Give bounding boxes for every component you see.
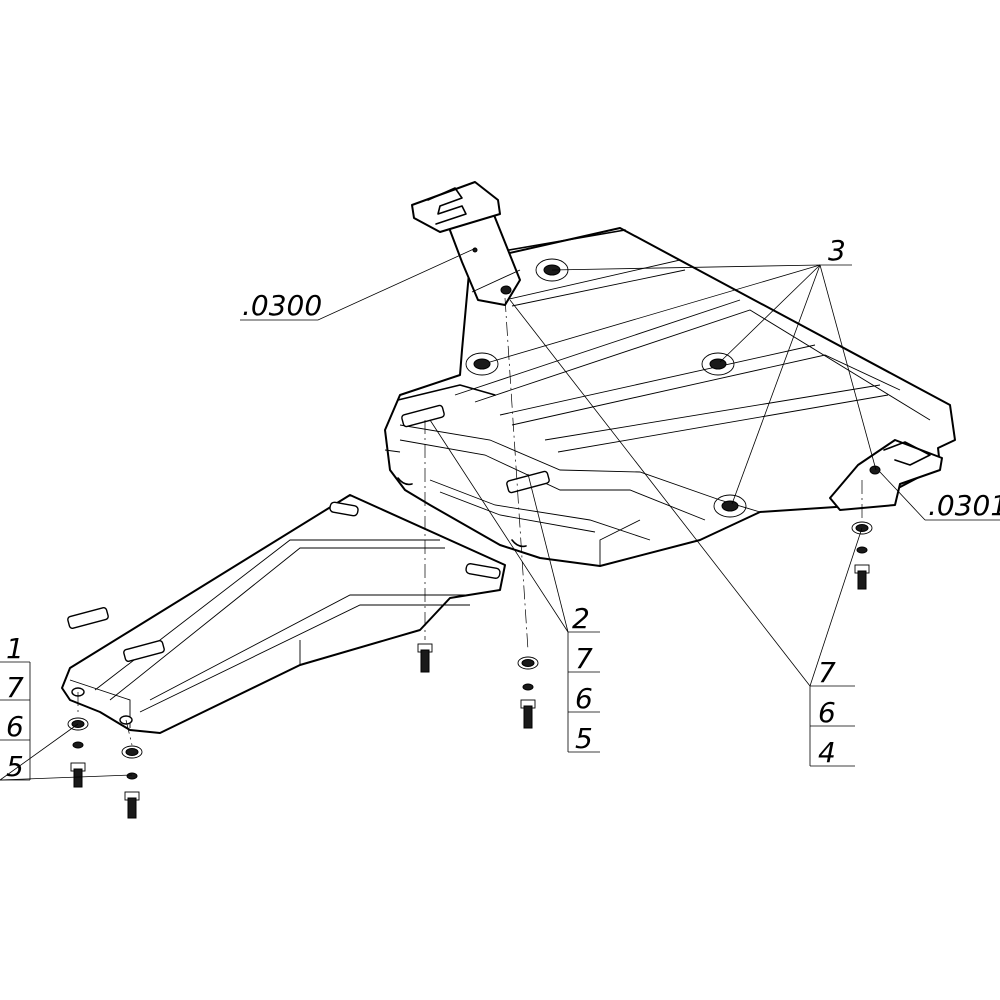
transmission-plate [61,494,506,734]
label-3: 3 [828,234,846,267]
label-right-7: 7 [818,656,836,689]
label-1: 1 [6,632,24,665]
slot-nut [67,607,109,629]
mount-hole [701,352,735,376]
fastener-stack-mid [517,656,539,729]
fastener-stack-left-a [67,717,89,788]
right-label-stack [809,686,855,767]
mount-hole [465,352,499,376]
fastener-stack-right [851,521,873,590]
bracket-0301 [829,439,943,511]
bracket-0300 [411,181,521,306]
mid-label-stack [567,632,600,753]
label-left-5: 5 [6,750,24,783]
label-0301: .0301 [928,489,1000,522]
label-right-4: 4 [818,736,836,769]
label-2: 2 [572,602,590,635]
fastener-stack-left-b [121,745,143,819]
label-mid-6: 6 [575,682,593,715]
left-label-stack [0,661,31,781]
label-0300: .0300 [242,289,322,322]
label-mid-7: 7 [575,642,593,675]
label-left-7: 7 [6,671,24,704]
main-skid-plate [384,227,956,567]
label-right-6: 6 [818,696,836,729]
label-left-6: 6 [6,710,24,743]
mount-hole [713,494,747,518]
label-mid-5: 5 [575,722,593,755]
bolt-center [417,643,433,673]
